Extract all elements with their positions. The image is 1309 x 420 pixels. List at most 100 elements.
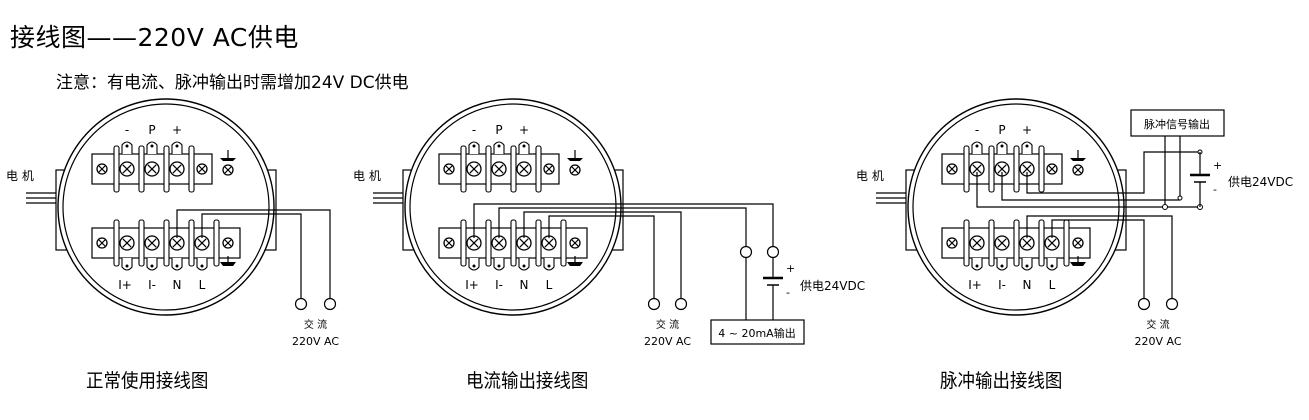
terminal-label-bottom-2: N [173,278,182,292]
output-box [710,319,805,345]
wire-I-plus [473,203,623,238]
motor-label: 电 机 [6,169,34,183]
wire-ac-2 [623,211,682,298]
lug-hole [175,264,179,268]
terminal-lug [171,141,183,154]
divider-plate [188,219,195,267]
terminal-lug [468,141,480,154]
ac-label-top: 交 流 [656,318,679,331]
terminal-label-bottom-2: N [1023,278,1032,292]
divider-plate [1063,219,1070,267]
terminal-ring-icon [1137,297,1151,311]
divider-plate [988,145,995,193]
terminal-label-bottom-3: L [199,278,206,292]
wire-signal [623,207,747,246]
screw-cross [122,238,132,248]
screw-cross [172,238,182,248]
terminal-lug [493,141,505,154]
screw-cross [571,239,579,247]
screw-cross [494,164,504,174]
lug-hole [497,144,501,148]
wire-N [176,209,276,238]
screw-cross [469,164,479,174]
terminal-ring-icon [739,245,753,259]
terminal-lug [971,141,983,154]
lug-hole [1025,144,1029,148]
divider-plate [485,145,492,193]
divider-plate [535,145,542,193]
terminal-label-bottom-2: N [520,278,529,292]
terminal-label-top-2: + [1022,123,1032,137]
terminal-lug [146,141,158,154]
terminal-lug [196,258,208,271]
motor-label: 电 机 [856,169,884,183]
screw-cross [997,164,1007,174]
terminal-lug [1021,141,1033,154]
terminal-lug [146,258,158,271]
wire-ac-1 [276,213,302,298]
wire-N [1026,215,1126,238]
divider-plate [988,219,995,267]
divider-plate [963,145,970,193]
screw-cross [198,165,206,173]
divider-plate [535,219,542,267]
terminal-lug [171,258,183,271]
wire-P [1001,172,1126,201]
battery-plus-label: + [1213,159,1222,172]
terminal-label-top-1: P [495,123,502,137]
lug-hole [1000,144,1004,148]
terminal-label-bottom-1: I- [998,278,1006,292]
lug-hole [472,264,476,268]
lug-hole [125,144,129,148]
screw-cross [494,238,504,248]
screw-cross [122,164,132,174]
wire-I-minus [498,207,623,238]
lug-hole [150,264,154,268]
lug-hole [1025,264,1029,268]
divider-plate [560,219,567,267]
terminal-label-bottom-0: I+ [465,278,479,292]
wire-ac-2 [276,209,331,298]
lug-hole [522,264,526,268]
screw-cross [997,238,1007,248]
ac-label-top: 交 流 [304,318,327,331]
terminal-lug [468,258,480,271]
divider-plate [188,145,195,193]
output-box [1130,109,1225,137]
ac-label-bottom: 220V AC [644,335,691,348]
wire-ac-1 [1126,219,1145,298]
terminal-lug [543,258,555,271]
junction-dot [1177,195,1183,201]
terminal-label-bottom-1: I- [148,278,156,292]
screw-cross [519,164,529,174]
terminal-label-top-0: - [975,123,979,137]
lug-hole [125,264,129,268]
ground-icon [1070,262,1086,266]
motor-label: 电 机 [353,169,381,183]
ground-icon [567,262,583,266]
wire-minus [976,172,1126,208]
screw-cross [948,165,956,173]
terminal-lug [493,258,505,271]
divider-plate [163,145,170,193]
screw-cross [1048,165,1056,173]
page-title: 接线图——220V AC供电 [10,23,299,52]
terminal-label-top-1: P [148,123,155,137]
terminal-label-bottom-0: I+ [118,278,132,292]
wire-ac-1 [623,215,655,298]
caption-pulse-output: 脉冲输出接线图 [940,370,1063,392]
terminal-lug [121,258,133,271]
caption-current-output: 电流输出接线图 [466,370,589,392]
screw-cross [445,239,453,247]
screw-cross [1074,239,1082,247]
screw-cross [98,165,106,173]
terminal-label-bottom-3: L [1049,278,1056,292]
terminal-label-top-0: - [472,123,476,137]
divider-plate [1038,145,1045,193]
lug-hole [975,264,979,268]
divider-plate [485,219,492,267]
divider-plate [138,145,145,193]
terminal-lug [518,258,530,271]
